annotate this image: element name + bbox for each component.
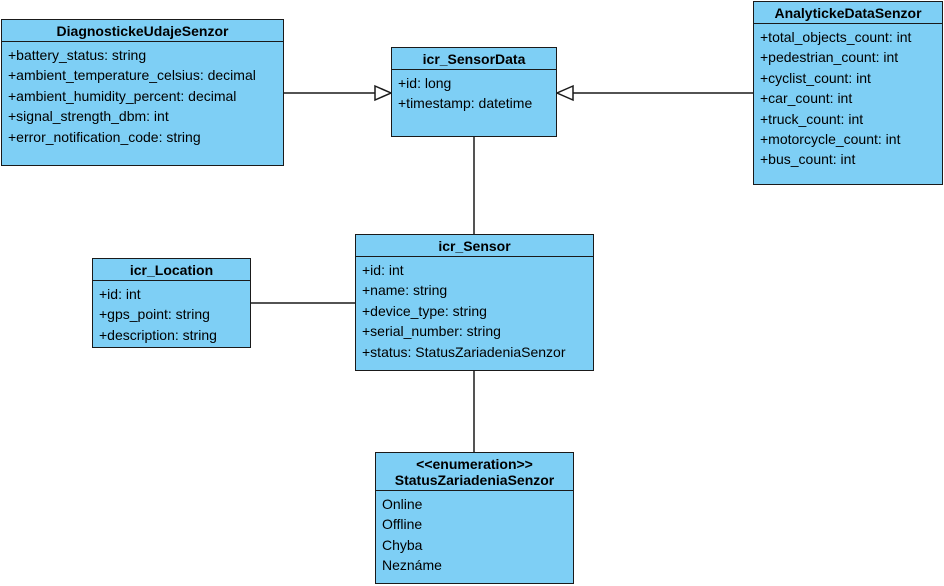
stereotype-label: <<enumeration>> (416, 456, 533, 472)
class-name: AnalytickeDataSenzor (754, 2, 942, 24)
attribute-row: +timestamp: datetime (398, 95, 533, 112)
class-sensor[interactable]: icr_Sensor +id: int +name: string +devic… (355, 234, 594, 371)
class-name: icr_SensorData (392, 48, 556, 70)
attribute-row: +bus_count: int (760, 151, 856, 168)
enum-literal: Online (382, 496, 423, 512)
attribute-row: +error_notification_code: string (8, 128, 201, 145)
attribute-list: +id: long +timestamp: datetime (392, 70, 556, 117)
class-analytic-data-sensor[interactable]: AnalytickeDataSenzor +total_objects_coun… (753, 1, 943, 185)
attribute-row: +id: long (398, 75, 452, 91)
attribute-row: +serial_number: string (362, 323, 501, 340)
attribute-row: +signal_strength_dbm: int (8, 108, 169, 125)
attribute-row: +id: int (362, 262, 404, 278)
class-diagnostic-data-sensor[interactable]: DiagnostickeUdajeSenzor +battery_status:… (1, 19, 284, 166)
attribute-list: +total_objects_count: int +pedestrian_co… (754, 24, 942, 173)
generalization-arrowhead-analytic (555, 84, 574, 102)
attribute-row: +car_count: int (760, 90, 853, 107)
attribute-row: +name: string (362, 282, 448, 299)
class-name: DiagnostickeUdajeSenzor (2, 20, 283, 42)
enum-header: <<enumeration>> StatusZariadeniaSenzor (376, 453, 573, 491)
class-location[interactable]: icr_Location +id: int +gps_point: string… (92, 258, 251, 348)
attribute-row: +ambient_temperature_celsius: decimal (8, 67, 256, 84)
enum-sensor-device-status[interactable]: <<enumeration>> StatusZariadeniaSenzor O… (375, 452, 574, 584)
attribute-row: +id: int (99, 286, 141, 302)
enum-literal-list: Online Offline Chyba Neznáme (376, 491, 573, 579)
class-sensor-data[interactable]: icr_SensorData +id: long +timestamp: dat… (391, 47, 557, 137)
enum-literal: Chyba (382, 536, 423, 553)
class-name: icr_Sensor (356, 235, 593, 257)
attribute-row: +description: string (99, 326, 217, 343)
attribute-row: +status: StatusZariadeniaSenzor (362, 343, 566, 360)
class-name: StatusZariadeniaSenzor (394, 472, 555, 488)
attribute-row: +pedestrian_count: int (760, 49, 899, 66)
enum-literal: Neznáme (382, 557, 442, 574)
attribute-list: +id: int +gps_point: string +description… (93, 281, 250, 348)
generalization-arrowhead-diagnostic (374, 84, 393, 102)
class-name: icr_Location (93, 259, 250, 281)
attribute-row: +truck_count: int (760, 110, 864, 127)
attribute-list: +id: int +name: string +device_type: str… (356, 257, 593, 365)
attribute-row: +cyclist_count: int (760, 69, 871, 86)
attribute-row: +total_objects_count: int (760, 29, 912, 45)
attribute-row: +ambient_humidity_percent: decimal (8, 87, 237, 104)
attribute-row: +motorcycle_count: int (760, 131, 901, 148)
attribute-list: +battery_status: string +ambient_tempera… (2, 42, 283, 150)
enum-literal: Offline (382, 516, 423, 533)
attribute-row: +battery_status: string (8, 47, 147, 63)
attribute-row: +device_type: string (362, 302, 487, 319)
attribute-row: +gps_point: string (99, 306, 210, 323)
